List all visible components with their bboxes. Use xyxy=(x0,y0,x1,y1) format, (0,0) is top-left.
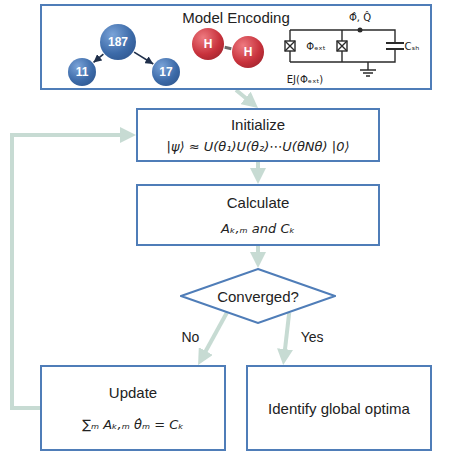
capacitor-wire xyxy=(342,30,395,62)
flow-arrow xyxy=(256,246,260,260)
decision-diamond: Converged? xyxy=(180,268,336,324)
atom-circle: H xyxy=(192,28,224,60)
flow-arrow xyxy=(94,54,104,62)
circuit-label: EJ(Φₑₓₜ) xyxy=(287,74,324,85)
node-text: Update xyxy=(109,384,157,401)
flow-arrow xyxy=(202,313,227,358)
terminal-box: Identify global optima xyxy=(246,365,432,451)
node-text: Calculate xyxy=(227,194,290,211)
process-box: Update ∑ₘ Aₖ,ₘ θ̇ₘ = Cₖ xyxy=(40,365,226,451)
ground-symbol xyxy=(360,62,376,76)
circuit-node-dot xyxy=(358,28,363,33)
node-text: 187 xyxy=(108,35,128,49)
process-box: Initialize |ψ⟩ ≈ U(θ₁)U(θ₂)⋯U(θNθ) |0⟩ xyxy=(136,108,380,162)
circuit-label: Φₑₓₜ xyxy=(306,41,325,52)
edge-label: Yes xyxy=(299,329,326,345)
nucleus-circle: 11 xyxy=(68,58,96,86)
node-text: 17 xyxy=(159,65,172,79)
flow-arrow xyxy=(134,52,153,64)
nucleus-circle: 17 xyxy=(152,58,180,86)
formula-text: Aₖ,ₘ and Cₖ xyxy=(221,221,295,236)
node-text: 11 xyxy=(76,65,89,79)
capacitor-plates xyxy=(386,43,404,49)
node-text: Initialize xyxy=(231,116,285,133)
model-encoding-box: Model Encoding 187 11 17 H H xyxy=(40,4,432,90)
node-text: Model Encoding xyxy=(182,9,290,26)
flow-arrow xyxy=(12,135,128,408)
node-text: Identify global optima xyxy=(268,400,410,417)
circuit-label: Φ̂, Q̂ xyxy=(349,12,371,23)
edge-label: No xyxy=(179,329,201,345)
bond-line xyxy=(225,47,232,48)
atom-circle: H xyxy=(232,36,264,68)
flow-arrow xyxy=(236,90,252,103)
flow-arrow xyxy=(256,162,260,176)
process-box: CalculateAₖ,ₘ and Cₖ xyxy=(136,184,380,246)
node-text: H xyxy=(244,45,253,59)
junction-cross xyxy=(285,41,295,51)
flow-arrow xyxy=(284,313,289,357)
formula-text: ∑ₘ Aₖ,ₘ θ̇ₘ = Cₖ xyxy=(82,417,184,432)
junction-cross xyxy=(337,41,347,51)
loop-wire xyxy=(290,30,342,62)
circuit-label: Cₛₕ xyxy=(405,41,420,52)
josephson-junction xyxy=(285,41,295,51)
nucleus-circle: 187 xyxy=(100,24,136,60)
formula-text: |ψ⟩ ≈ U(θ₁)U(θ₂)⋯U(θNθ) |0⟩ xyxy=(167,139,350,154)
node-text: H xyxy=(204,37,213,51)
josephson-junction xyxy=(337,41,347,51)
node-text: Converged? xyxy=(217,288,299,305)
diamond-shape xyxy=(181,269,335,323)
